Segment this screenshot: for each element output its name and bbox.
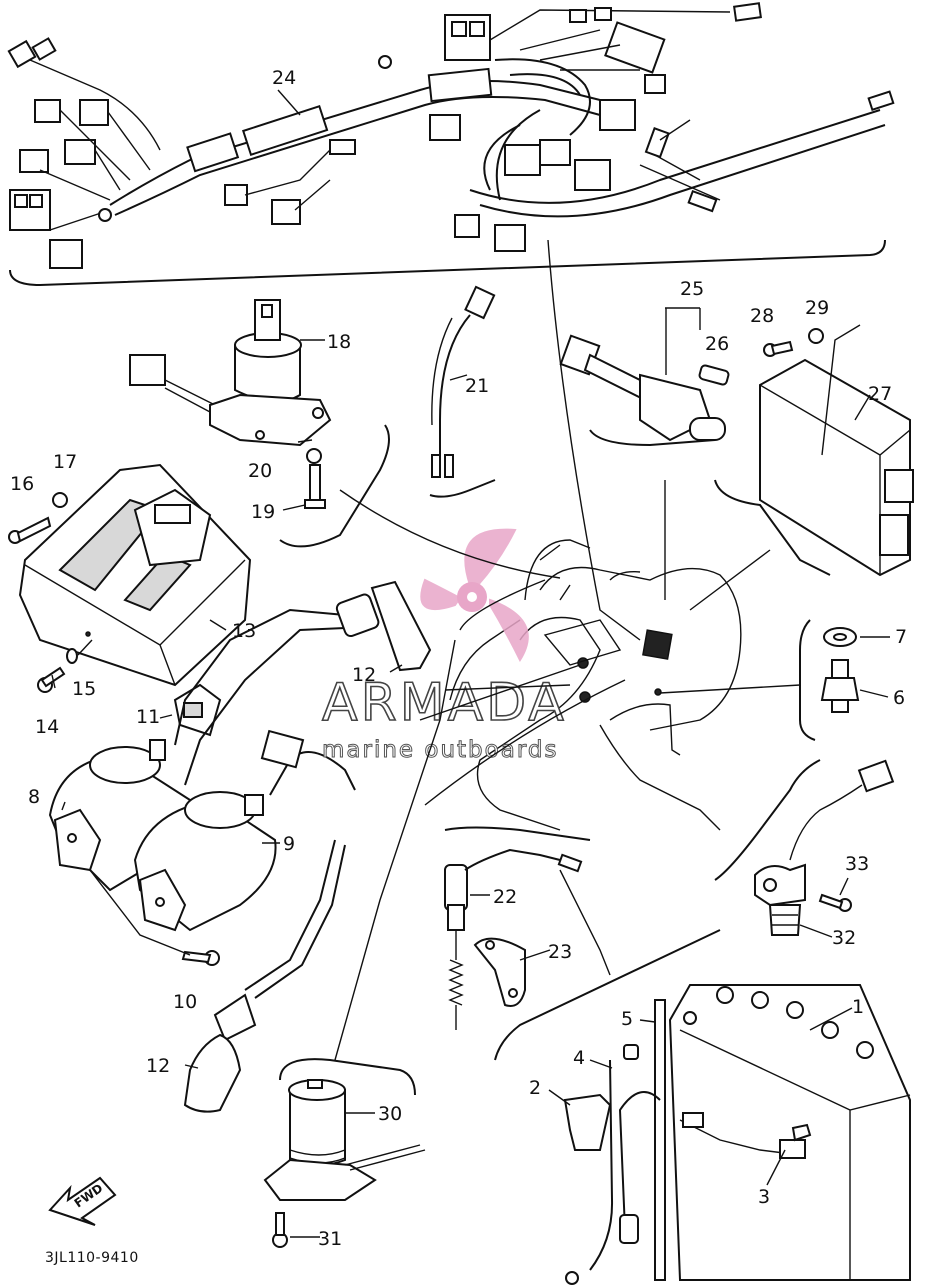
callout-numbers: 1 2 3 4 5 6 7 8 9 10 11 12 12 13 14 15 1… xyxy=(10,67,907,1250)
callout-22: 22 xyxy=(493,886,517,908)
callout-2: 2 xyxy=(529,1077,541,1099)
callout-9: 9 xyxy=(283,833,295,855)
engine-outline xyxy=(449,539,742,976)
wire-harness xyxy=(7,2,895,287)
ignition-coils xyxy=(48,580,432,1113)
neutral-switch-lead xyxy=(429,285,496,498)
callout-33: 33 xyxy=(845,853,869,875)
watermark-tagline: marine outboards xyxy=(322,737,558,763)
callout-4: 4 xyxy=(573,1047,585,1069)
callout-1: 1 xyxy=(852,996,864,1018)
callout-31: 31 xyxy=(318,1228,342,1250)
brand-logo xyxy=(420,528,529,663)
fwd-arrow: FWD xyxy=(48,1176,117,1226)
callout-7: 7 xyxy=(895,626,907,648)
callout-12-top: 12 xyxy=(352,664,376,686)
callout-10: 10 xyxy=(173,991,197,1013)
callout-18: 18 xyxy=(327,331,351,353)
callout-5: 5 xyxy=(621,1008,633,1030)
callout-21: 21 xyxy=(465,375,489,397)
cdi-unit xyxy=(714,328,914,577)
callout-8: 8 xyxy=(28,786,40,808)
callout-27: 27 xyxy=(868,383,892,405)
callout-28: 28 xyxy=(750,305,774,327)
callout-6: 6 xyxy=(893,687,905,709)
callout-23: 23 xyxy=(548,941,572,963)
main-switch xyxy=(129,299,390,548)
battery xyxy=(494,929,911,1285)
callout-17: 17 xyxy=(53,451,77,473)
diagram-code: 3JL110-9410 xyxy=(45,1250,139,1266)
speed-sensor xyxy=(714,759,895,936)
callout-24: 24 xyxy=(272,67,296,89)
callout-16: 16 xyxy=(10,473,34,495)
callout-20: 20 xyxy=(248,460,272,482)
oil-switch xyxy=(659,619,860,741)
callout-14: 14 xyxy=(35,716,59,738)
callout-3: 3 xyxy=(758,1186,770,1208)
fuse-holder xyxy=(559,334,730,447)
leader-lines xyxy=(51,89,890,1238)
callout-25: 25 xyxy=(680,278,704,300)
thermo-switch xyxy=(444,826,591,1030)
callout-26: 26 xyxy=(705,333,729,355)
callout-13: 13 xyxy=(232,620,256,642)
callout-15: 15 xyxy=(72,678,96,700)
callout-29: 29 xyxy=(805,297,829,319)
callout-12-bottom: 12 xyxy=(146,1055,170,1077)
rectifier-cover xyxy=(8,463,252,737)
callout-11: 11 xyxy=(136,706,160,728)
callout-30: 30 xyxy=(378,1103,402,1125)
starter-relay xyxy=(263,1058,426,1248)
callout-19: 19 xyxy=(251,501,275,523)
callout-32: 32 xyxy=(832,927,856,949)
